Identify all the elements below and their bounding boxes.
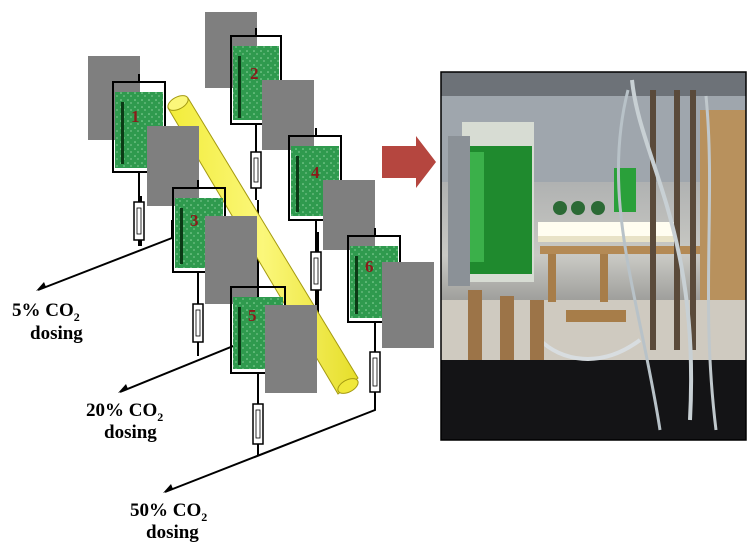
- svg-text:5% CO2: 5% CO2: [12, 300, 80, 324]
- dosing-word: dosing: [30, 323, 83, 344]
- vessel-number: 3: [190, 211, 199, 230]
- vessel-number: 4: [311, 163, 320, 182]
- vessel-number: 5: [248, 306, 257, 325]
- vessel-number: 6: [365, 257, 374, 276]
- dosing-concentration: 5% CO: [12, 300, 74, 321]
- vessel-number: 1: [131, 107, 140, 126]
- dosing-label-5: 5% CO2 dosing: [12, 300, 83, 344]
- vessel-unit-4: 4: [288, 128, 375, 312]
- dosing-label-20: 20% CO2 dosing: [86, 400, 163, 443]
- vessel-unit-3: 3: [172, 180, 257, 356]
- dosing-concentration: 20% CO: [86, 400, 157, 421]
- vessel-unit-6: 6: [347, 228, 434, 410]
- vessel-unit-2: 2: [205, 12, 314, 200]
- dosing-label-50: 50% CO2 dosing: [130, 500, 207, 543]
- vessel-number: 2: [250, 64, 259, 83]
- dosing-arrowheads: [36, 282, 173, 493]
- dosing-subscript: 2: [74, 310, 80, 324]
- dosing-word: dosing: [104, 422, 157, 443]
- dosing-subscript: 2: [201, 510, 207, 524]
- svg-text:20% CO2: 20% CO2: [86, 400, 163, 424]
- photobioreactor-photo: [440, 71, 747, 441]
- dosing-word: dosing: [146, 522, 199, 543]
- arrow-right-icon: [382, 136, 436, 188]
- dosing-subscript: 2: [157, 410, 163, 424]
- dosing-concentration: 50% CO: [130, 500, 201, 521]
- vessel-unit-5: 5: [230, 279, 317, 456]
- manifold-line-5: [37, 220, 173, 291]
- vessel-unit-1: 1: [88, 56, 199, 246]
- svg-text:50% CO2: 50% CO2: [130, 500, 207, 524]
